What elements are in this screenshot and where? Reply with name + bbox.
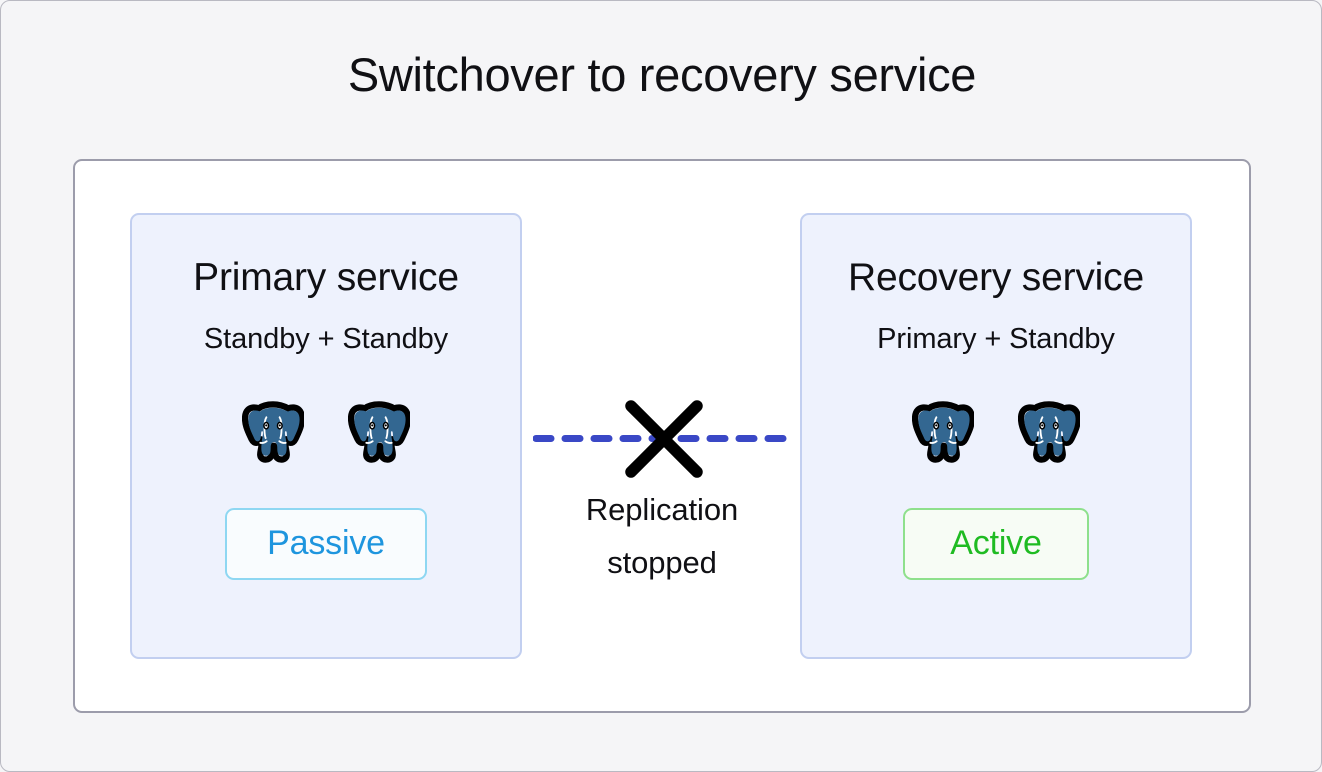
replication-label-line1: Replication (585, 492, 739, 527)
service-panel-primary[interactable]: Primary service Standby + Standby (130, 213, 522, 659)
postgres-elephant-icon (348, 398, 410, 464)
service-panel-subtitle: Standby + Standby (203, 322, 449, 355)
status-badge-active[interactable]: Active (903, 507, 1089, 580)
page-title: Switchover to recovery service (347, 48, 977, 101)
replication-link: Replication stopped (522, 331, 802, 611)
postgres-elephant-icon (242, 398, 304, 464)
cross-mark-icon (625, 400, 703, 478)
postgres-elephant-icon (912, 398, 974, 464)
status-badge-passive[interactable]: Passive (225, 507, 427, 580)
service-panel-title: Recovery service (848, 256, 1144, 299)
replication-status-label: Replication stopped (522, 483, 802, 590)
postgres-elephant-icon (1018, 398, 1080, 464)
service-panel-subtitle: Primary + Standby (877, 322, 1115, 355)
service-panel-recovery[interactable]: Recovery service Primary + Standby (800, 213, 1192, 659)
replication-label-line2: stopped (607, 545, 717, 581)
node-row (242, 398, 410, 464)
node-row (912, 398, 1080, 464)
service-panel-title: Primary service (193, 256, 459, 299)
